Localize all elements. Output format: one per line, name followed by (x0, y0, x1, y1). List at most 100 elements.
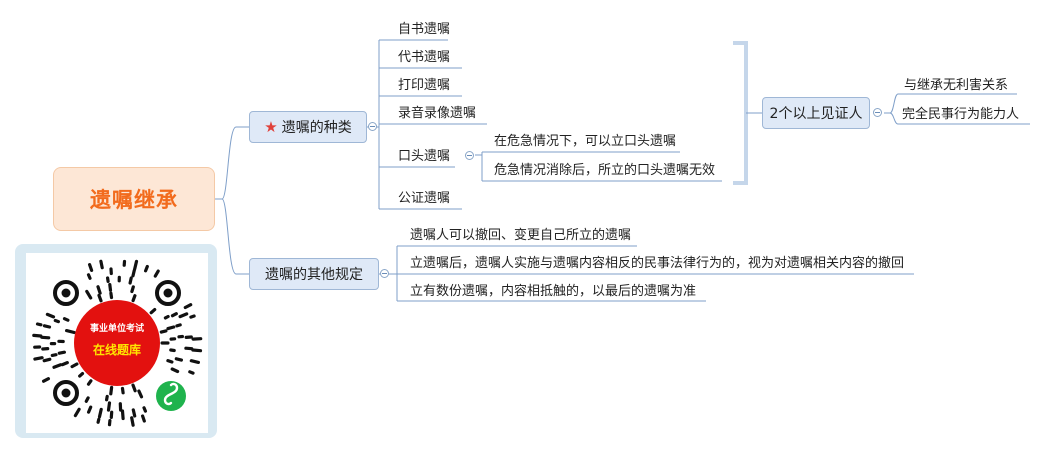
oral-rule-leaf[interactable]: 在危急情况下，可以立口头遗嘱 (494, 134, 677, 149)
type-leaf-oral[interactable]: 口头遗嘱 (398, 149, 451, 164)
qr-dash (42, 357, 52, 363)
qr-dash (64, 328, 76, 335)
qr-dash (35, 322, 43, 327)
oral-rule-leaf[interactable]: 危急情况消除后，所立的口头遗嘱无效 (494, 163, 716, 178)
qr-dash (159, 329, 168, 334)
qr-dash (60, 360, 69, 367)
qr-finder-ring (155, 280, 181, 306)
qr-dash (137, 389, 144, 399)
qr-dash (133, 259, 139, 271)
qr-dash (99, 259, 104, 270)
qr-dash (32, 333, 43, 338)
qr-dash (85, 289, 93, 300)
qr-dash (191, 348, 203, 353)
branch-other-rules[interactable]: 遗嘱的其他规定 (249, 258, 379, 290)
root-label: 遗嘱继承 (90, 188, 178, 212)
qr-dash (109, 291, 114, 300)
qr-finder-ring (53, 280, 79, 306)
type-leaf[interactable]: 公证遗嘱 (398, 191, 451, 206)
bracket-shape (733, 41, 748, 185)
qr-center-badge (74, 300, 160, 386)
qr-dash (175, 323, 182, 328)
qr-dash (33, 356, 44, 361)
mini-program-qr-code[interactable] (26, 253, 208, 433)
qr-dash (166, 325, 176, 331)
qr-dash (97, 407, 103, 419)
qr-dash (86, 405, 93, 414)
qr-dash (128, 276, 133, 285)
witness-requirement-leaf[interactable]: 完全民事行为能力人 (902, 107, 1020, 122)
connector-root-types (215, 126, 249, 200)
qr-finder-dot (163, 288, 173, 298)
witness-label: 2个以上见证人 (769, 106, 863, 122)
qr-dash (104, 394, 109, 402)
type-leaf[interactable]: 录音录像遗嘱 (398, 106, 477, 121)
qr-dash (149, 307, 157, 315)
qr-dash (174, 357, 183, 362)
branch-types-label: 遗嘱的种类 (281, 120, 352, 136)
qr-dash (87, 263, 94, 272)
qr-dash (131, 268, 136, 278)
qr-dash (120, 409, 125, 421)
qr-dash (62, 317, 70, 322)
qr-dash (143, 264, 149, 273)
witness-node[interactable]: 2个以上见证人 (762, 97, 870, 129)
collapse-toggle-other[interactable] (380, 269, 389, 278)
qr-dash (188, 370, 195, 375)
collapse-toggle-witness[interactable] (873, 108, 882, 117)
branch-types[interactable]: ★ 遗嘱的种类 (249, 111, 367, 143)
qr-finder-dot (61, 388, 71, 398)
branch-other-label: 遗嘱的其他规定 (265, 267, 363, 283)
mini-program-logo-icon (156, 381, 186, 411)
other-rule-leaf[interactable]: 遗嘱人可以撤回、变更自己所立的遗嘱 (410, 228, 632, 243)
qr-dash (52, 363, 63, 369)
witness-requirement-leaf[interactable]: 与继承无利害关系 (904, 78, 1009, 93)
qr-dash (166, 358, 174, 364)
qr-dash (78, 371, 85, 378)
qr-dash (106, 401, 112, 412)
qr-dash (97, 293, 103, 303)
qr-finder-dot (61, 288, 71, 298)
qr-dash (42, 377, 50, 383)
collapse-toggle-types[interactable] (368, 122, 377, 131)
qr-dash (140, 414, 146, 423)
qr-dash (45, 312, 56, 319)
qr-dash (50, 353, 58, 358)
star-icon: ★ (264, 118, 278, 136)
qr-dash (53, 318, 61, 324)
qr-badge-line2: 在线题库 (92, 343, 141, 357)
qr-dash (183, 303, 193, 310)
qr-dash (42, 324, 52, 329)
type-leaf[interactable]: 自书遗嘱 (398, 22, 451, 37)
qr-dash (86, 273, 92, 280)
root-node[interactable]: 遗嘱继承 (53, 167, 215, 231)
qr-dash (131, 294, 137, 303)
qr-dash (70, 362, 79, 369)
qr-dash (96, 285, 102, 295)
connector-root-other (215, 198, 249, 275)
qr-dash (131, 408, 137, 418)
qr-dash (184, 346, 194, 351)
type-leaf[interactable]: 打印遗嘱 (398, 78, 451, 93)
qr-badge-line1: 事业单位考试 (89, 324, 144, 334)
other-rule-leaf[interactable]: 立有数份遗嘱，内容相抵触的，以最后的遗嘱为准 (410, 284, 697, 299)
qr-dash (130, 416, 135, 427)
qr-dash (169, 348, 176, 353)
mini-program-logo-mark (163, 382, 179, 406)
qr-dash (108, 283, 113, 292)
qr-dash (189, 359, 200, 365)
qr-finder-ring (53, 380, 79, 406)
type-leaf[interactable]: 代书遗嘱 (398, 50, 451, 65)
qr-dash (170, 312, 178, 318)
qr-dash (109, 385, 114, 396)
qr-dash (40, 335, 51, 340)
qr-dash (142, 406, 148, 413)
other-rule-leaf[interactable]: 立遗嘱后，遗嘱人实施与遗嘱内容相反的民事法律行为的，视为对遗嘱相关内容的撤回 (410, 256, 905, 271)
qr-dash (120, 386, 125, 395)
qr-dash (131, 383, 137, 393)
collapse-toggle-oral[interactable] (465, 151, 474, 160)
qr-dash (178, 312, 189, 319)
qr-dash (73, 407, 81, 418)
